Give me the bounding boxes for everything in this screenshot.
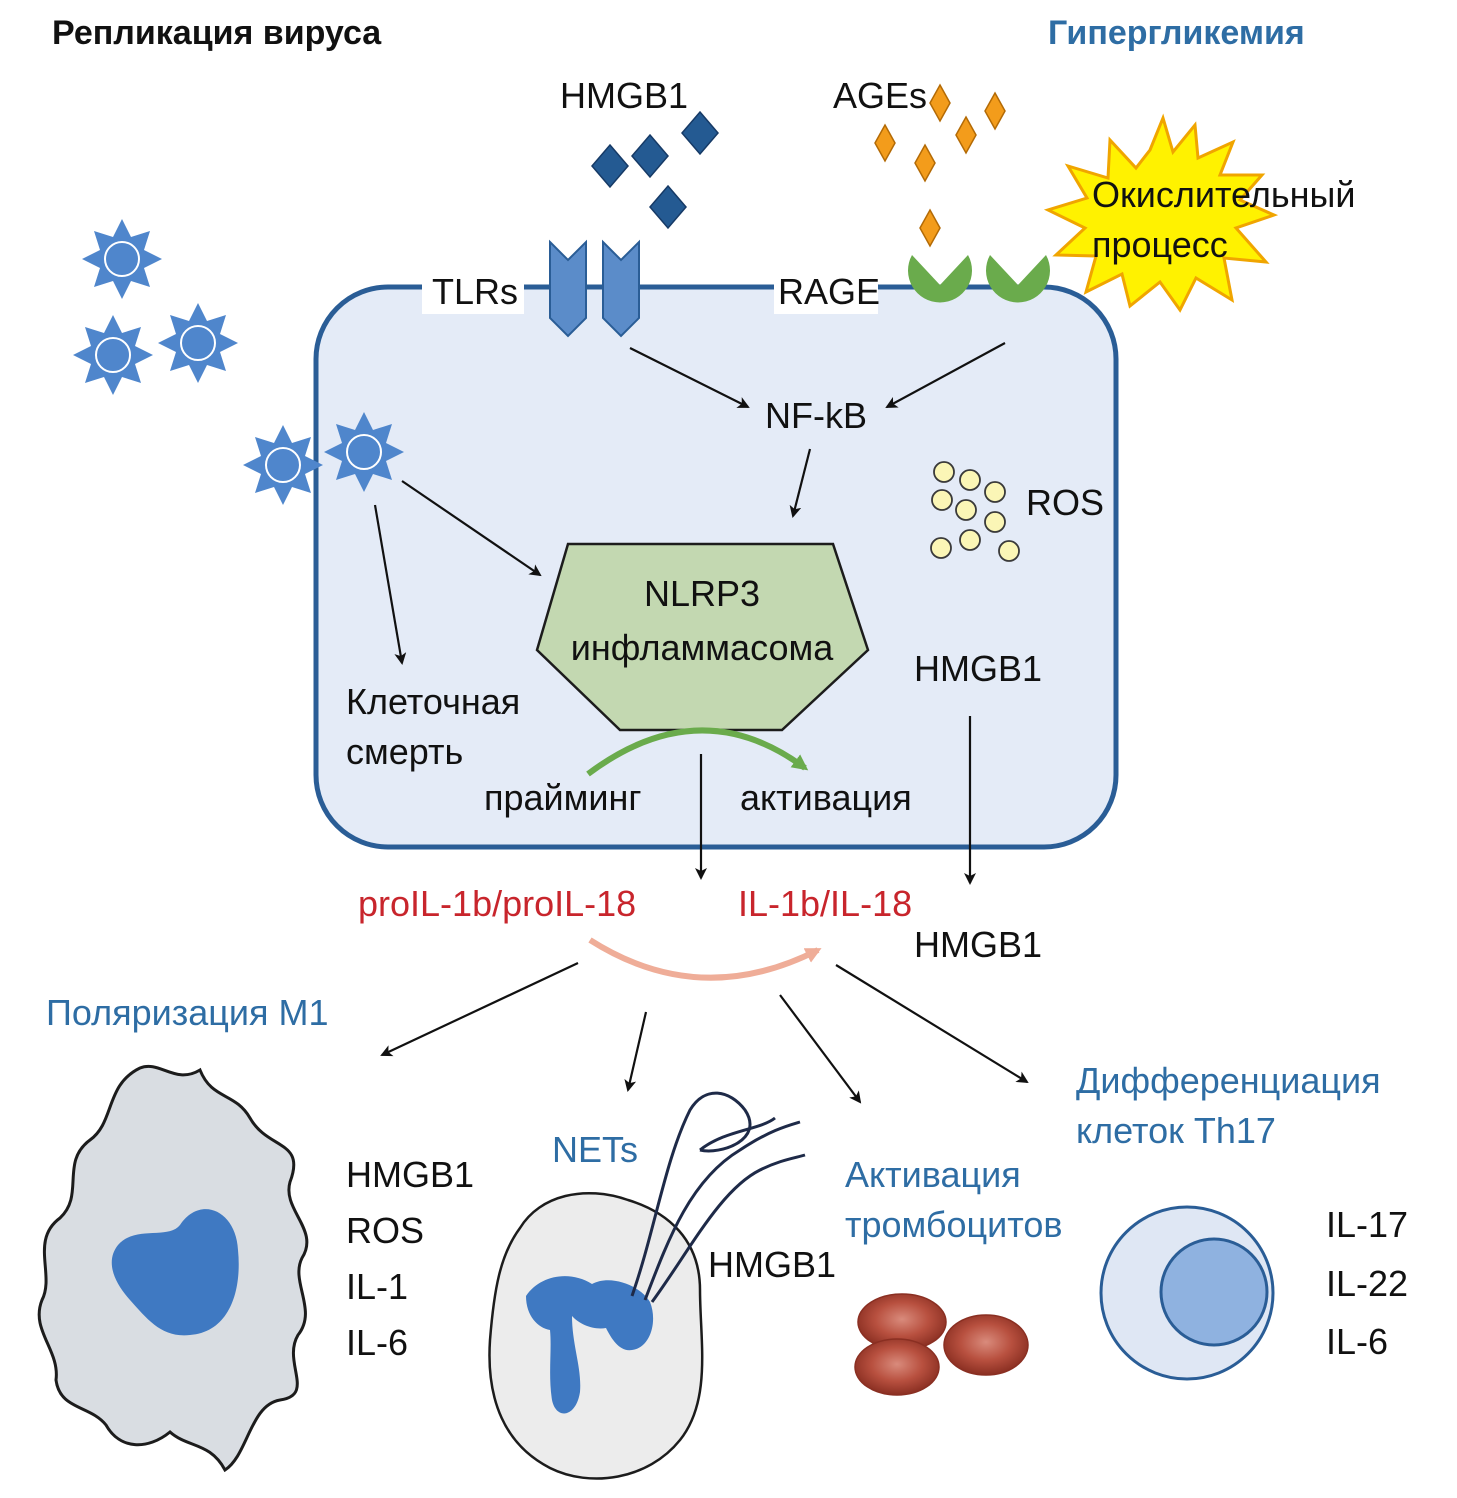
label-hmgb1-inside: HMGB1 [914,648,1042,689]
label-nets: NETs [552,1129,638,1170]
label-tlrs: TLRs [432,271,518,312]
label-th17-il17: IL-17 [1326,1204,1408,1245]
arrow-rage-to-nfkb [885,342,1006,408]
label-inflammasome: инфламмасома [571,627,835,668]
virus-icon [242,424,324,506]
label-il: IL-1b/IL-18 [738,883,912,924]
ages-diamonds [874,83,1006,248]
virus-icon [81,218,163,300]
neutrophil-nucleus [526,1276,654,1414]
label-oxidative-line1: Окислительный [1092,174,1356,215]
priming-activation-arc [586,727,809,777]
tlrs-label-box [422,266,524,314]
arrow-nfkb-to-nlrp3 [789,448,812,518]
virus-icon [157,302,239,384]
label-ages: AGEs [833,75,927,116]
label-m1-il1: IL-1 [346,1266,408,1307]
nlrp3-inflammasome [535,542,870,732]
label-hmgb1-out: HMGB1 [914,924,1042,965]
label-nets-hmgb1: HMGB1 [708,1244,836,1285]
neutrophil-cell [488,1192,704,1480]
label-m1-hmgb1: HMGB1 [346,1154,474,1195]
title-hyperglycemia: Гипергликемия [1048,14,1305,52]
arrow-to-th17 [835,964,1029,1084]
ros-bubbles [930,461,1020,562]
label-cell-death-line1: Клеточная [346,681,520,722]
label-th17-line2: клеток Th17 [1076,1110,1276,1151]
platelet-cells [854,1293,1029,1396]
oxidative-burst [1043,113,1279,313]
tlr-receptor-icon [549,239,640,338]
label-ros-cell: ROS [1026,482,1104,523]
arrow-tlr-to-nfkb [629,347,750,408]
rage-receptor-icon [908,255,1050,303]
virus-icon [323,411,405,493]
virus-icon [72,314,154,396]
label-hmgb1-ligand: HMGB1 [560,75,688,116]
label-m1-il6: IL-6 [346,1322,408,1363]
label-nfkb: NF-kB [765,395,867,436]
label-platelets-line2: тромбоцитов [845,1204,1062,1245]
arrow-to-platelets [779,994,862,1104]
label-rage: RAGE [778,271,880,312]
rage-label-box [774,266,878,314]
label-oxidative-line2: процесс [1092,224,1228,265]
label-th17-line1: Дифференциация [1076,1060,1381,1101]
label-th17-il22: IL-22 [1326,1263,1408,1304]
m1-nucleus [111,1209,239,1336]
arrow-to-m1 [380,962,579,1057]
th17-nucleus [1159,1237,1269,1347]
label-th17-il6: IL-6 [1326,1321,1388,1362]
label-activation: активация [740,777,912,818]
label-cell-death-line2: смерть [346,731,463,772]
arrow-virus-to-nlrp3 [401,480,542,577]
hmgb1-ligand-diamonds [591,110,719,230]
title-virus-replication: Репликация вируса [52,14,382,52]
label-m1-polarization: Поляризация М1 [46,992,329,1033]
label-pro-il: proIL-1b/proIL-18 [358,883,636,924]
label-m1-ros: ROS [346,1210,424,1251]
arrow-virus-to-cell-death [373,504,407,665]
label-nlrp3: NLRP3 [644,573,760,614]
pro-il-to-il-arc [588,937,822,981]
arrow-to-nets [624,1011,648,1092]
label-platelets-line1: Активация [845,1154,1021,1195]
net-fibers [630,1091,806,1303]
label-priming: прайминг [484,777,642,818]
